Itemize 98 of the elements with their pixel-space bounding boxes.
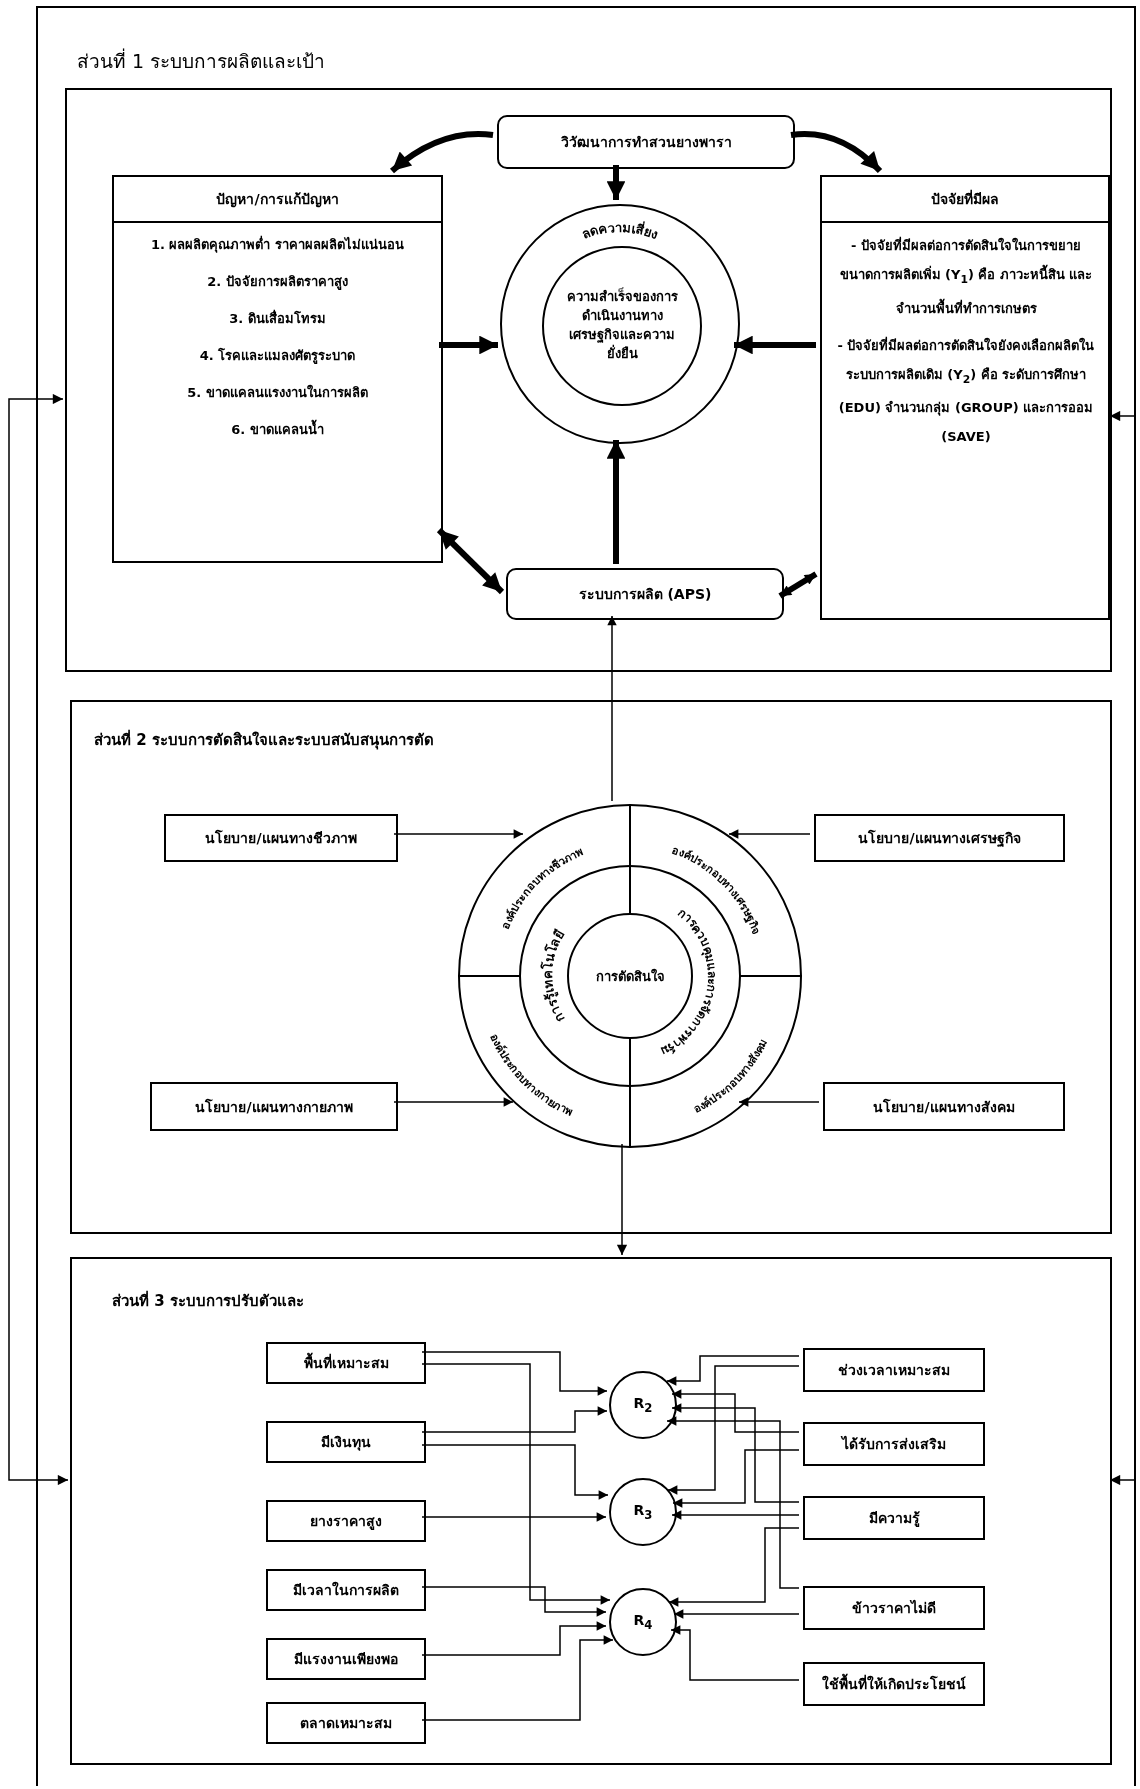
arrow xyxy=(728,829,811,839)
list-item: 6. ขาดแคลนน้ำ xyxy=(128,414,427,445)
list-item: 5. ขาดแคลนแรงงานในการผลิต xyxy=(186,383,369,402)
process-box xyxy=(266,1500,426,1542)
label-text: R$_{2}$ xyxy=(633,1394,653,1417)
process-box xyxy=(266,1638,426,1680)
label-text: พื้นที่เหมาะสม xyxy=(303,1352,389,1374)
arrow xyxy=(666,1355,800,1386)
label-text: ได้รับการส่งเสริม xyxy=(842,1435,946,1454)
arrow xyxy=(421,1406,608,1433)
arrow xyxy=(606,440,626,564)
feedback-arrow xyxy=(1109,410,1137,422)
goal-circle xyxy=(500,204,740,444)
arrow xyxy=(606,165,626,200)
label-text: มีเงินทุน xyxy=(321,1433,371,1453)
label-text: R$_{4}$ xyxy=(633,1611,653,1634)
bullet-text: - ปัจจัยที่มีผลต่อการตัดสินใจยังคงเลือกผลิตในระบบการผลิตเดิม (Y$_{2}$) คือ ระดับการศึกษา (EDU) จำนวนกลุ่ม (GROUP) และการออม (SAVE) xyxy=(836,335,1096,447)
section-heading: ส่วนที่ 3 ระบบการปรับตัวและ xyxy=(112,1289,304,1312)
factor-box xyxy=(820,175,1110,620)
arrow xyxy=(421,1635,614,1721)
outer-frame xyxy=(36,6,1136,1786)
section-panel xyxy=(70,700,1112,1234)
process-box xyxy=(803,1662,985,1706)
label-text: มีความรู้ xyxy=(868,1509,920,1529)
arrow xyxy=(421,1363,611,1605)
process-box xyxy=(803,1348,985,1392)
list-item: 2. ปัจจัยการผลิตราคาสูง xyxy=(206,273,349,292)
arrow xyxy=(671,1510,800,1520)
label-text: นโยบาย/แผนทางสังคม xyxy=(873,1097,1015,1117)
process-box xyxy=(803,1422,985,1466)
process-box xyxy=(266,1342,426,1384)
arrow xyxy=(790,131,883,174)
process-box xyxy=(497,115,795,169)
process-box xyxy=(266,1702,426,1744)
process-box xyxy=(164,814,398,862)
label-text: ข้าวราคาไม่ดี xyxy=(852,1599,936,1618)
process-box xyxy=(803,1496,985,1540)
arrow xyxy=(671,1403,800,1503)
label-text: ใช้พื้นที่ให้เกิดประโยชน์ xyxy=(822,1673,966,1695)
label-text: มีแรงงานเพียงพอ xyxy=(294,1650,398,1669)
label-text: ช่วงเวลาเหมาะสม xyxy=(838,1361,950,1380)
process-box xyxy=(803,1586,985,1630)
label-text: ความสำเร็จของการดำเนินงานทางเศรษฐกิจและความยั่งยืน xyxy=(565,288,679,363)
feedback-arrow xyxy=(1109,1474,1137,1486)
label-text: นโยบาย/แผนทางชีวภาพ xyxy=(205,828,357,848)
label-text: วิวัฒนาการทำสวนยางพารา xyxy=(560,133,732,152)
arrow xyxy=(667,1365,800,1495)
arrow xyxy=(666,1416,800,1589)
arrow xyxy=(393,829,524,839)
process-box xyxy=(266,1569,426,1611)
process-box xyxy=(150,1082,398,1131)
arrow xyxy=(421,1512,607,1522)
process-box xyxy=(506,568,784,620)
arrow xyxy=(439,335,498,355)
section-heading: ส่วนที่ 1 ระบบการผลิตและเป้า xyxy=(77,47,326,74)
label-text: ระบบการผลิต (APS) xyxy=(578,585,712,604)
arrow xyxy=(734,335,816,355)
label-text: นโยบาย/แผนทางกายภาพ xyxy=(195,1097,353,1117)
arrow xyxy=(421,1444,609,1500)
arrow xyxy=(673,1609,800,1619)
box-heading: ปัจจัยที่มีผล xyxy=(822,177,1108,223)
box-heading: ปัญหา/การแก้ปัญหา xyxy=(114,177,441,223)
ring-label: ลดความเสี่ยง xyxy=(579,219,661,243)
feedback-arrow xyxy=(8,393,69,1486)
process-box xyxy=(266,1421,426,1463)
arrow xyxy=(668,1527,800,1607)
label-text: มีเวลาในการผลิต xyxy=(293,1580,399,1600)
arrow xyxy=(778,571,818,599)
arrow xyxy=(421,1586,607,1617)
arrow xyxy=(616,1143,628,1256)
arrow xyxy=(421,1621,607,1656)
problem-box xyxy=(112,175,443,563)
process-box xyxy=(814,814,1065,862)
result-circle xyxy=(609,1588,677,1656)
arrow xyxy=(672,1449,800,1508)
arrow xyxy=(393,1097,514,1107)
arrow xyxy=(390,131,494,174)
list-item: 3. ดินเสื่อมโทรม xyxy=(228,308,327,328)
goal-circle xyxy=(542,246,702,406)
label-text: ตลาดเหมาะสม xyxy=(300,1714,392,1733)
bullet-text: - ปัจจัยที่มีผลต่อการตัดสินใจในการขยายขนาดการผลิตเพิ่ม (Y$_{1}$) คือ ภาวะหนี้สิน และจำนวนพื้นที่ทำการเกษตร xyxy=(838,235,1094,318)
list-item: 1. ผลผลิตคุณภาพต่ำ ราคาผลผลิตไม่แน่นอน xyxy=(149,234,405,255)
arrow xyxy=(670,1625,800,1681)
label-text: ยางราคาสูง xyxy=(310,1512,382,1532)
arrow xyxy=(607,615,617,802)
arrow xyxy=(738,1097,820,1107)
label-text: R$_{3}$ xyxy=(633,1501,653,1524)
arrow xyxy=(671,1389,800,1433)
arrow xyxy=(436,527,505,595)
result-circle xyxy=(609,1478,677,1546)
arrow xyxy=(421,1351,608,1396)
list-item: 4. โรคและแมลงศัตรูระบาด xyxy=(198,347,357,366)
label-text: นโยบาย/แผนทางเศรษฐกิจ xyxy=(858,828,1021,849)
process-box xyxy=(823,1082,1065,1131)
section-heading: ส่วนที่ 2 ระบบการตัดสินใจและระบบสนับสนุนการตัด xyxy=(94,728,434,752)
component-wheel xyxy=(458,804,802,1148)
section-panel xyxy=(70,1257,1112,1765)
result-circle xyxy=(609,1371,677,1439)
